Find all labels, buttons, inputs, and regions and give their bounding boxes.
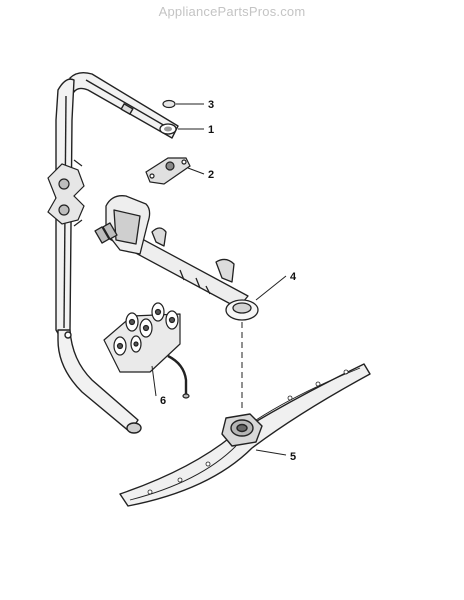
part-6-diverter: [103, 302, 190, 399]
callout-5: 5: [290, 451, 296, 463]
part-2-bracket: [145, 157, 191, 185]
callout-2: 2: [208, 169, 214, 181]
callout-3: 3: [208, 99, 214, 111]
callout-6: 6: [160, 395, 166, 407]
part-5-spray-arm: [119, 363, 371, 507]
callout-4: 4: [290, 271, 297, 283]
part-4-manifold: [94, 195, 259, 321]
watermark-text: AppliancePartsPros.com: [158, 4, 306, 19]
tube-clip-bracket: [47, 159, 85, 227]
part-3-cap: [162, 99, 176, 109]
callout-1: 1: [208, 124, 214, 136]
leader-lines: [151, 103, 287, 456]
part-1-ring: [159, 123, 177, 135]
